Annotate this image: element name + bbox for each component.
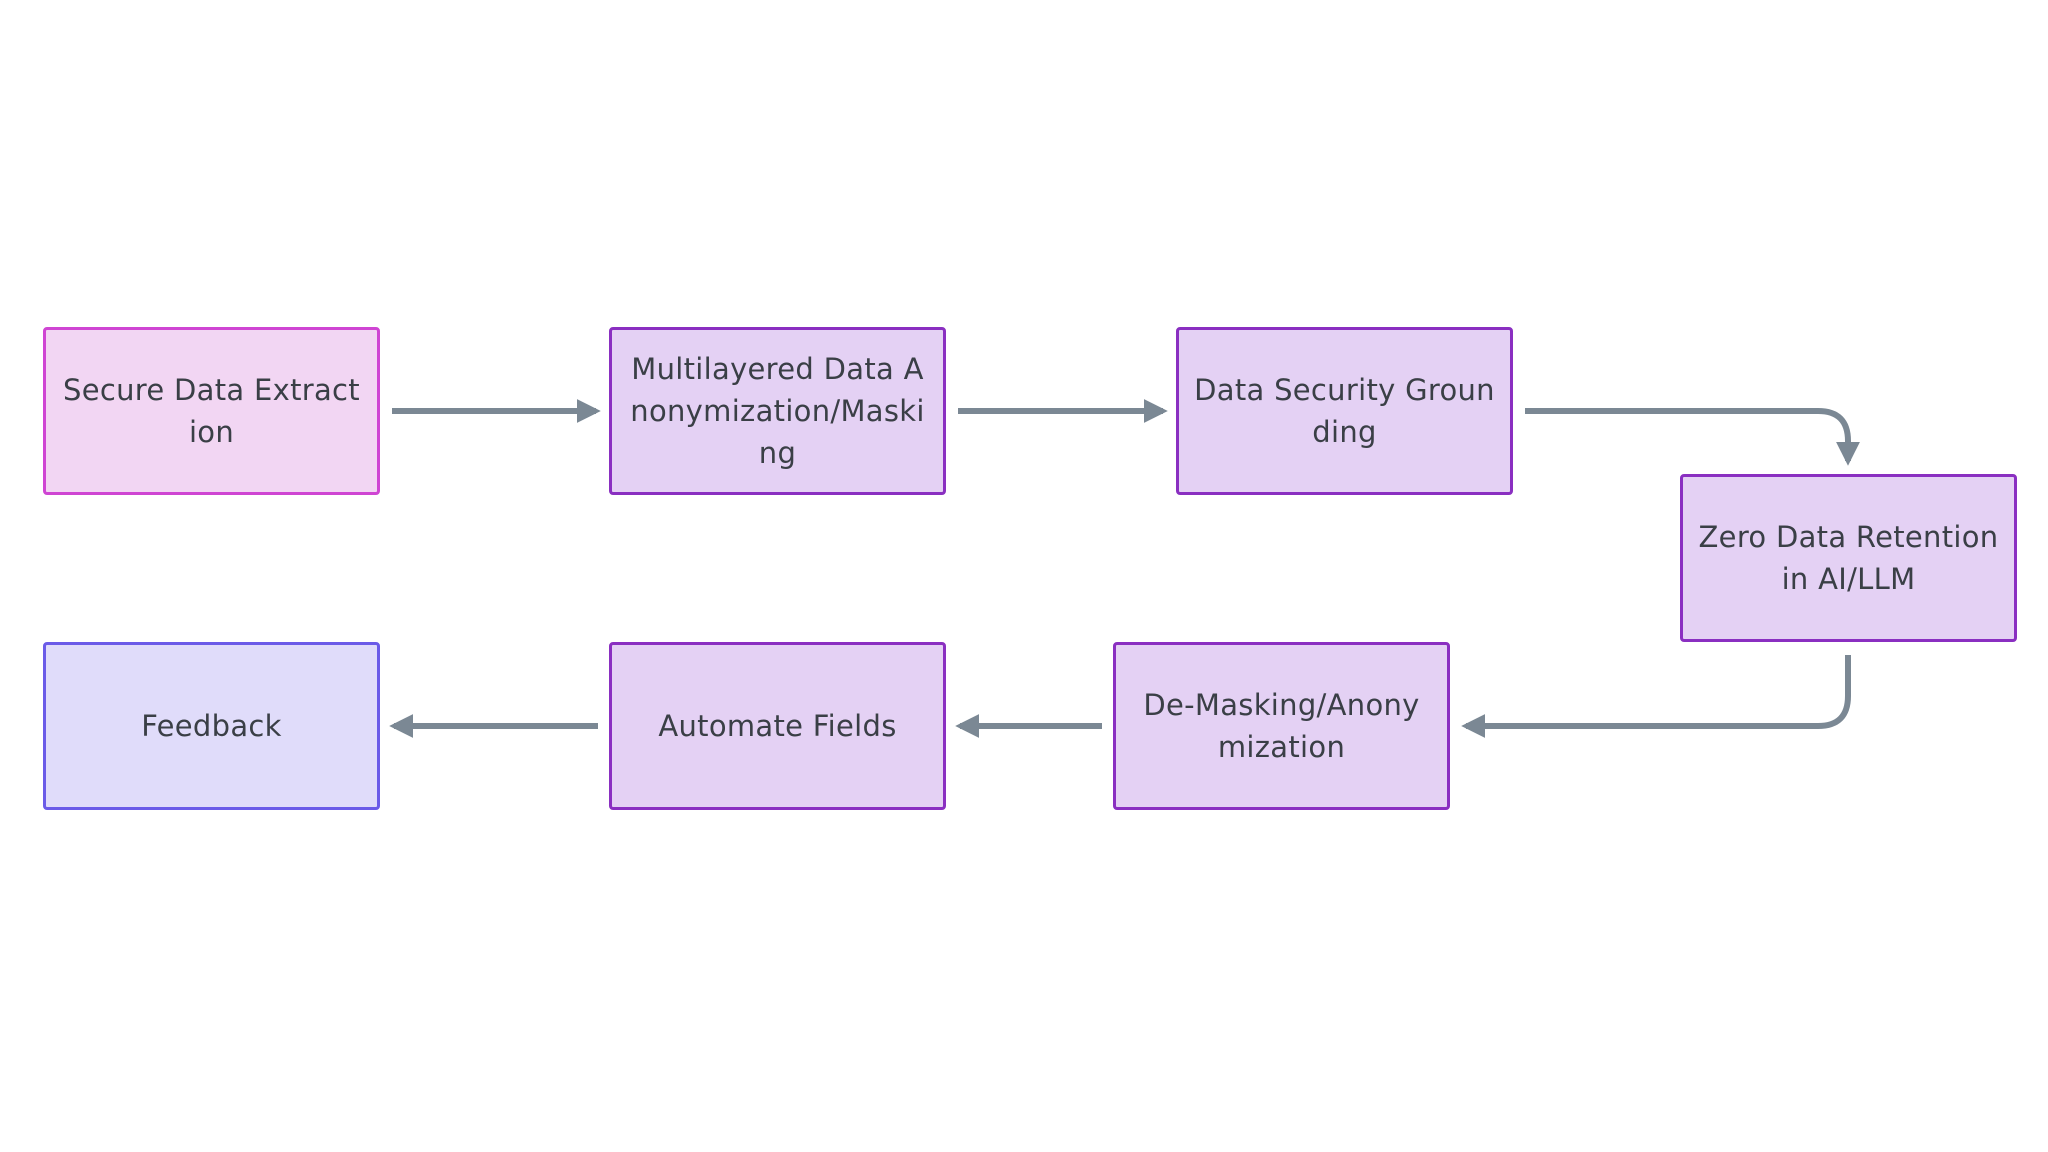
node-label: Multilayered Data Anonymization/Masking	[630, 352, 925, 470]
node-secure-data-extraction: Secure Data Extraction	[43, 327, 380, 495]
edge-grounding-to-zero-retention	[1525, 408, 1860, 466]
node-data-security-grounding: Data Security Grounding	[1176, 327, 1513, 495]
node-automate-fields: Automate Fields	[609, 642, 946, 810]
node-label: Automate Fields	[658, 709, 897, 743]
node-label: De-Masking/Anonymization	[1143, 688, 1420, 764]
node-label: Feedback	[141, 709, 282, 743]
edge-zero-retention-to-demasking	[1461, 655, 1851, 738]
node-feedback: Feedback	[43, 642, 380, 810]
node-multilayered-data-anonymization: Multilayered Data Anonymization/Masking	[609, 327, 946, 495]
node-de-masking-anonymization: De-Masking/Anonymization	[1113, 642, 1450, 810]
node-zero-data-retention: Zero Data Retention in AI/LLM	[1680, 474, 2017, 642]
node-label: Data Security Grounding	[1194, 373, 1495, 449]
node-label: Zero Data Retention in AI/LLM	[1698, 520, 1999, 596]
node-label: Secure Data Extraction	[63, 373, 360, 449]
